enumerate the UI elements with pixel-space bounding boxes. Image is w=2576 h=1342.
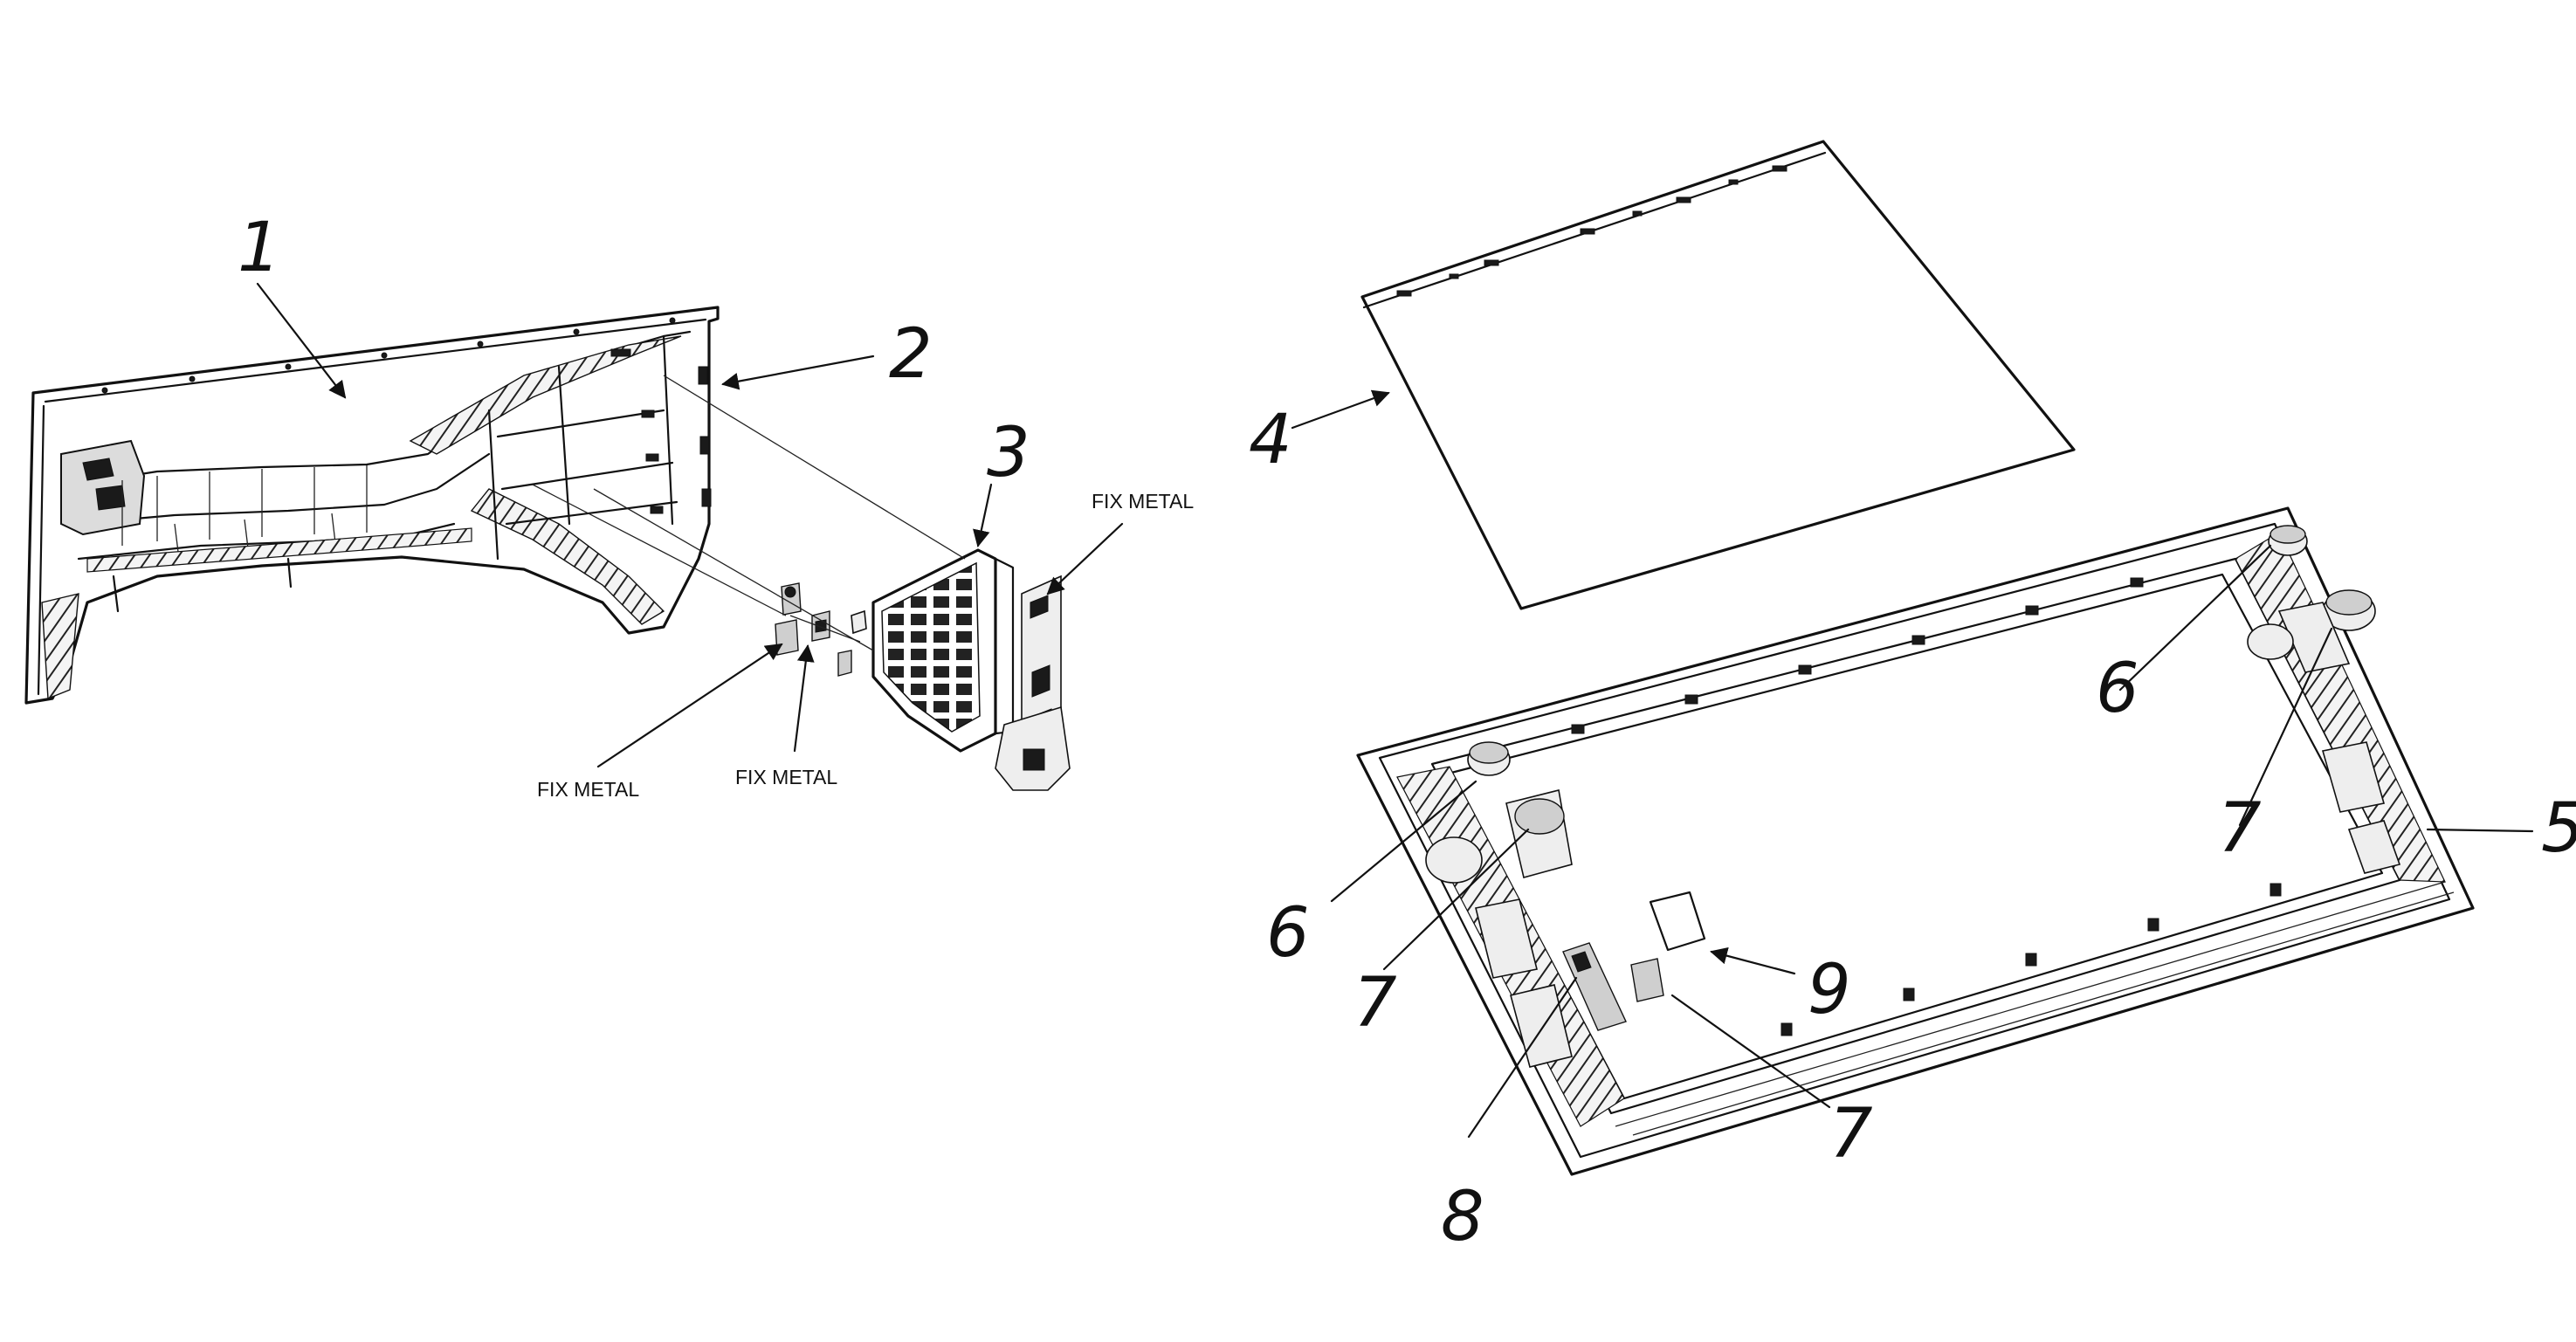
- label-part-4: 4: [1249, 401, 1292, 479]
- label-part-7-lower: 7: [1829, 1095, 1873, 1173]
- label-part-3: 3: [987, 414, 1030, 492]
- label-part-7-left: 7: [1353, 964, 1397, 1043]
- glass-panel-part: [1360, 140, 2076, 610]
- label-part-2: 2: [889, 315, 933, 394]
- label-part-9: 9: [1808, 951, 1851, 1029]
- label-part-8: 8: [1441, 1178, 1484, 1256]
- label-part-5: 5: [2541, 789, 2576, 868]
- label-part-7-right: 7: [2218, 789, 2262, 868]
- label-fix-metal-left: FIX METAL: [537, 778, 639, 801]
- label-part-6-right: 6: [2096, 650, 2139, 728]
- part-labels: 1 2 3 4 5 6 7 6 7 9 7 8 FIX METAL FIX ME…: [238, 209, 2576, 1256]
- terminal-board-part: [851, 548, 1071, 791]
- speaker-components: [1425, 525, 2401, 1068]
- label-part-1: 1: [238, 209, 281, 287]
- leader-lines: [256, 282, 2534, 1139]
- rear-cover-part: [24, 306, 720, 705]
- label-part-6-left: 6: [1266, 894, 1310, 973]
- assembly-guide-lines: [532, 375, 966, 651]
- label-fix-metal-right: FIX METAL: [1092, 490, 1194, 513]
- fix-metal-pieces: [775, 582, 852, 677]
- label-fix-metal-middle: FIX METAL: [735, 766, 837, 788]
